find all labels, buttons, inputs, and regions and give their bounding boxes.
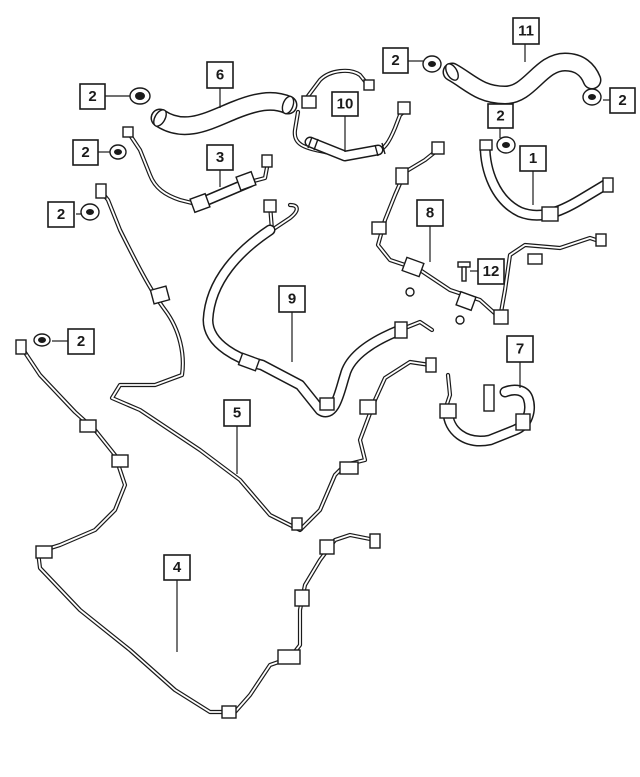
callout-2-e: 2 [487,103,514,129]
svg-text:2: 2 [77,333,85,350]
part-11-hose [442,52,602,105]
clamp-2a [129,87,151,105]
part-8-line [371,141,607,325]
clamp-2f [496,136,516,154]
svg-text:8: 8 [426,205,434,222]
callout-1: 1 [519,145,547,172]
svg-text:2: 2 [57,206,65,223]
part-12-bolt [457,261,471,282]
clamp-2c [80,203,100,221]
callout-7: 7 [506,335,534,363]
callout-2-b: 2 [72,139,99,166]
svg-text:1: 1 [529,150,537,167]
clamp-2d [33,333,51,347]
callout-2-f: 2 [609,87,636,114]
svg-text:5: 5 [233,405,241,422]
svg-text:2: 2 [81,144,89,161]
callout-6: 6 [206,61,234,89]
clamp-2b [109,144,127,160]
svg-text:2: 2 [618,92,626,109]
svg-text:9: 9 [288,291,296,308]
svg-text:6: 6 [216,67,224,84]
part-1-hose [479,139,614,222]
svg-text:11: 11 [518,23,534,40]
svg-text:10: 10 [337,96,354,113]
part-3-line [122,126,273,214]
callout-12: 12 [477,258,505,285]
svg-text:2: 2 [496,108,504,125]
part-9-hose [202,199,435,418]
callout-9: 9 [278,285,306,313]
callout-11: 11 [512,17,540,45]
svg-text:3: 3 [216,149,224,166]
callout-2-c: 2 [47,201,75,228]
callout-2-d: 2 [382,47,409,74]
part-6-hose [150,91,298,136]
callout-8: 8 [416,199,444,227]
part-4-line [15,339,381,719]
svg-text:4: 4 [173,559,182,576]
callout-4: 4 [163,554,191,581]
callout-3: 3 [206,144,234,171]
clamp-2e [422,55,442,73]
part-5-line [95,183,437,533]
part-7-hose [439,372,535,447]
svg-text:2: 2 [88,88,96,105]
callout-5: 5 [223,399,251,427]
leader-lines [52,44,610,652]
callout-2-a: 2 [79,83,106,110]
callout-2-g: 2 [67,328,95,355]
svg-text:7: 7 [516,341,524,358]
part-10-line [292,68,411,162]
callout-10: 10 [331,91,359,117]
svg-text:12: 12 [483,263,500,280]
clamp-2g [582,88,602,106]
svg-text:2: 2 [391,52,399,69]
